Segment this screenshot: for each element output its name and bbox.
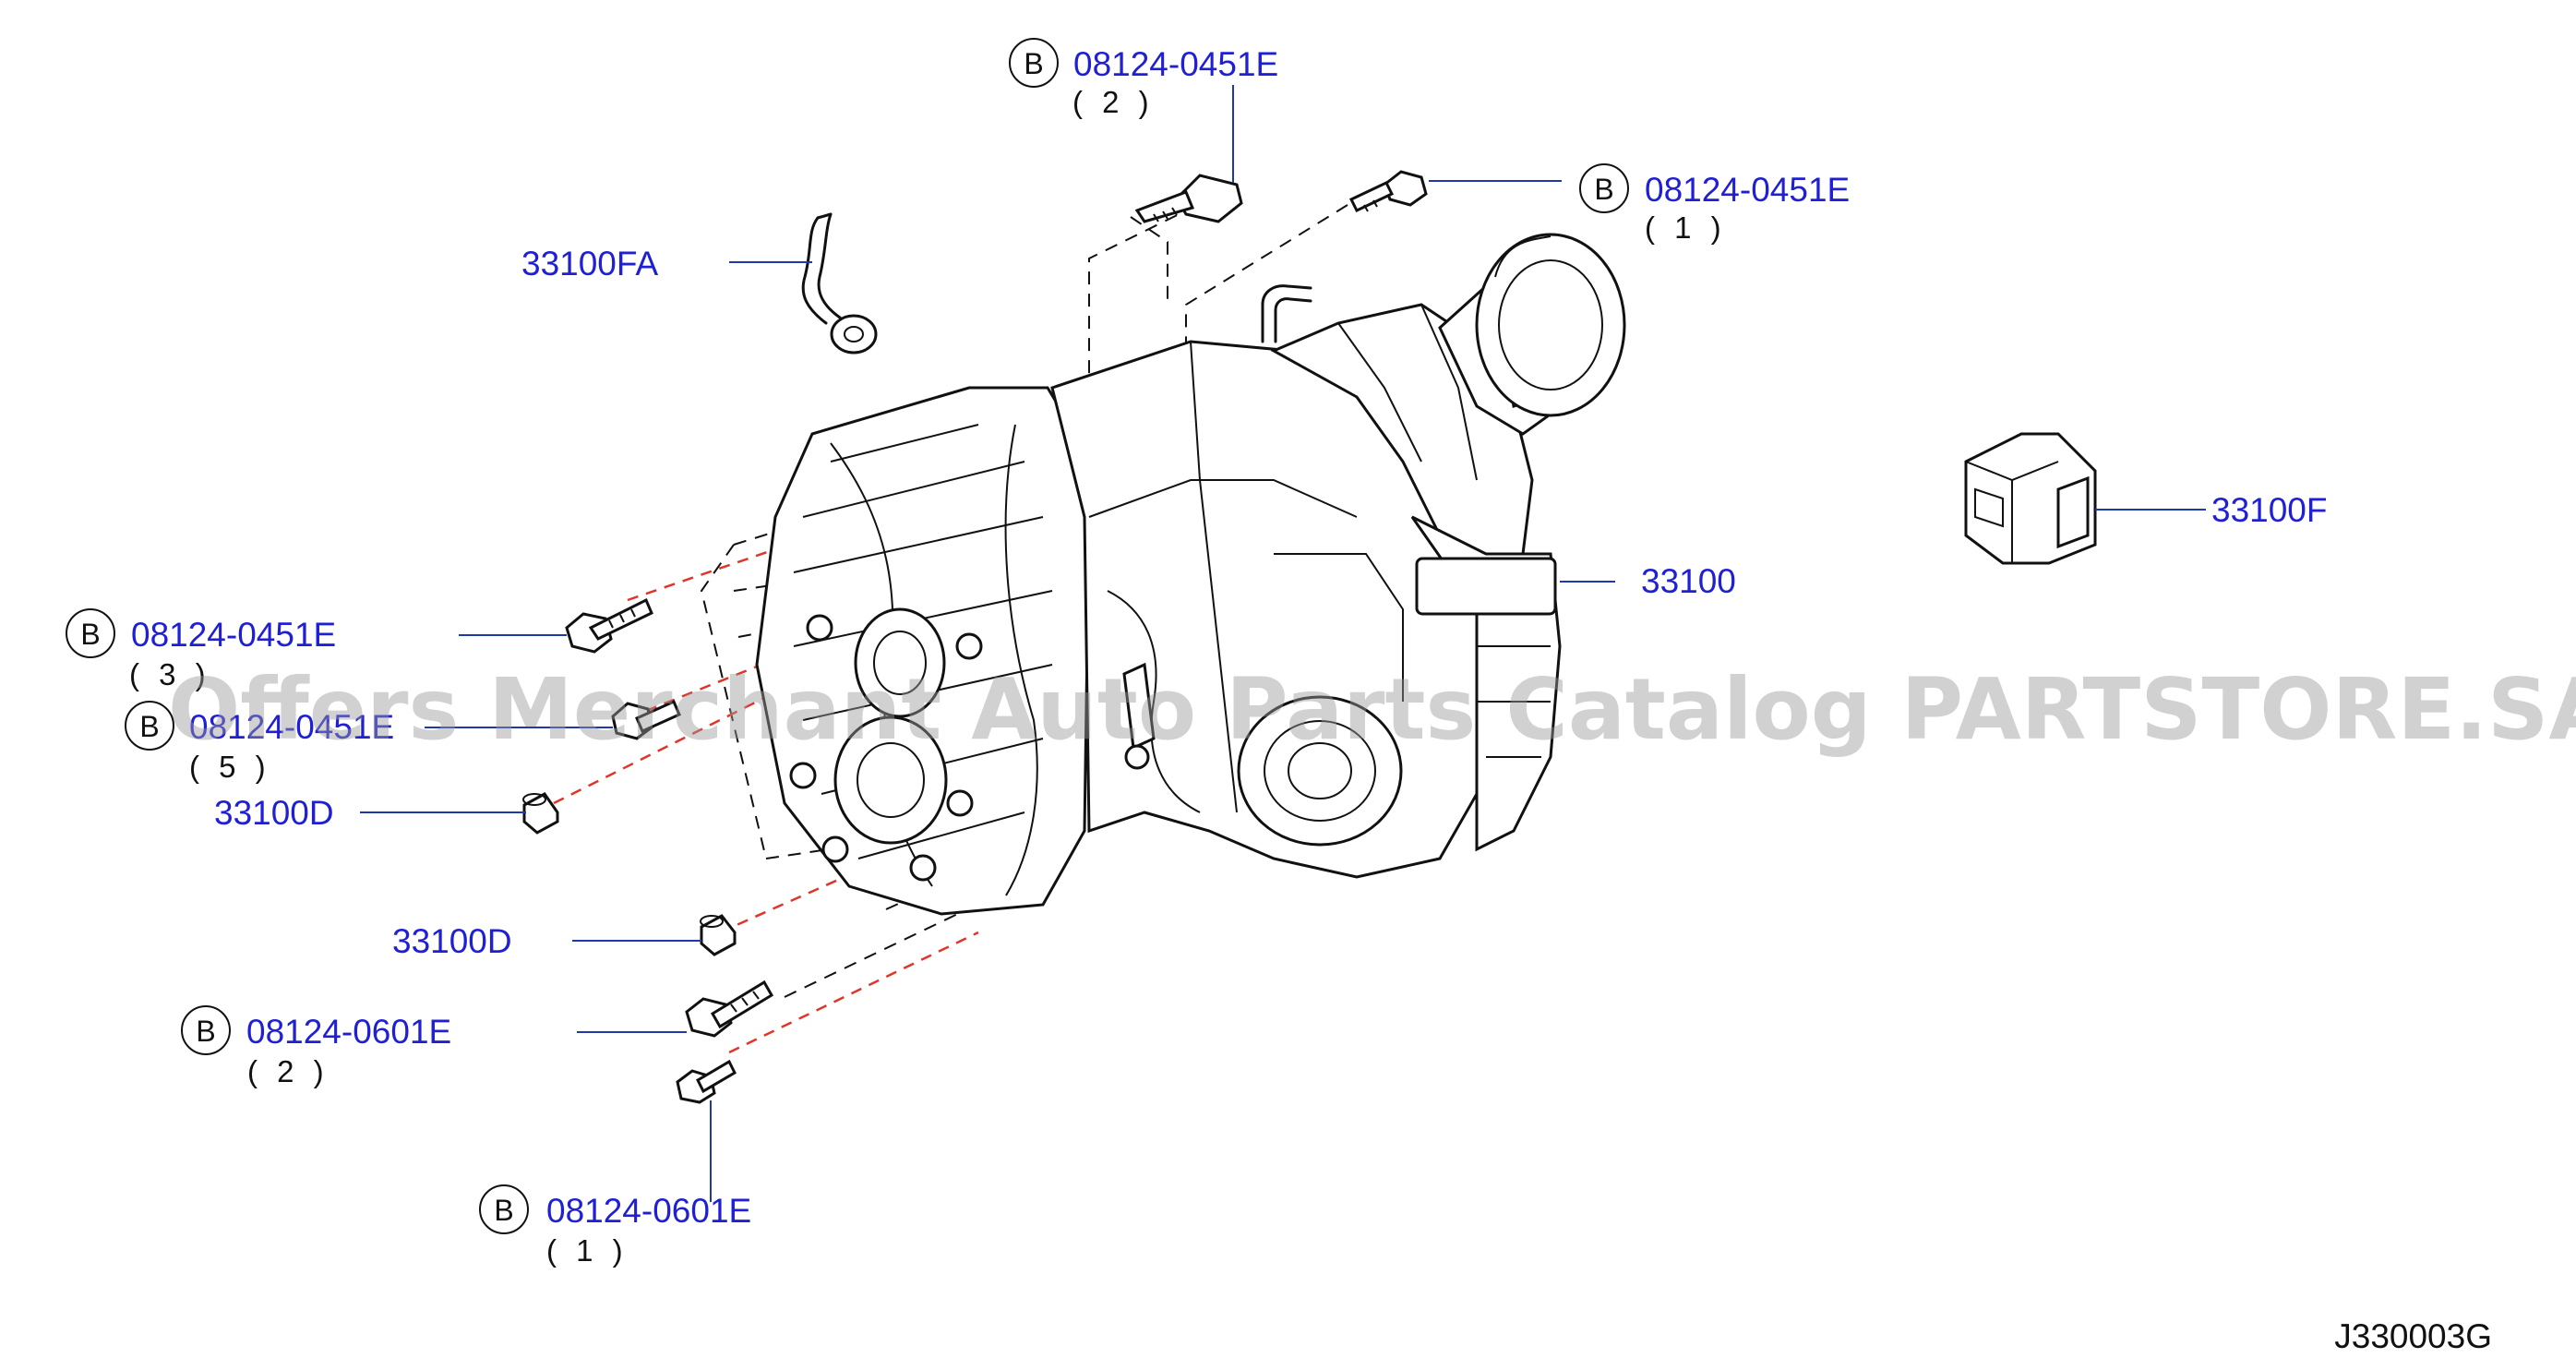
badge-b-icon	[125, 701, 174, 751]
quantity: ( 1 )	[546, 1233, 629, 1268]
bolt-bottom-2	[685, 979, 774, 1038]
bolt-left-3	[565, 597, 653, 654]
quantity: ( 5 )	[189, 750, 271, 784]
bolt-top-2	[1134, 174, 1243, 223]
badge-b-icon	[181, 1005, 231, 1055]
watermark-text: Offers Merchant Auto Parts Catalog PARTS…	[168, 660, 2576, 759]
callout-bolt-bottom-2[interactable]: B 08124-0601E ( 2 )	[181, 1005, 451, 1088]
part-number: 08124-0451E	[131, 616, 336, 654]
part-number: 33100	[1641, 562, 1736, 600]
quantity: ( 2 )	[1072, 85, 1155, 119]
badge-b-icon	[66, 608, 115, 658]
callout-bracket[interactable]: 33100FA	[521, 245, 658, 282]
diagram-code: J330003G	[2334, 1317, 2492, 1355]
bolt-bottom-1	[676, 1059, 737, 1104]
badge-letter: B	[196, 1015, 215, 1048]
callout-bolt-left-5[interactable]: B 08124-0451E ( 5 )	[125, 701, 394, 784]
part-number: 33100D	[214, 794, 334, 832]
dowel-upper	[522, 792, 559, 835]
part-number: 33100FA	[521, 245, 658, 282]
badge-letter: B	[1024, 47, 1043, 80]
callout-bolt-top-1[interactable]: B 08124-0451E ( 1 )	[1579, 163, 1850, 245]
transfer-case-body	[755, 233, 1626, 916]
part-number: 08124-0601E	[546, 1192, 751, 1230]
callout-transfer-assembly[interactable]: 33100	[1641, 562, 1736, 600]
part-number: 08124-0451E	[189, 708, 394, 746]
quantity: ( 3 )	[129, 657, 211, 691]
connector-33100f	[1964, 432, 2097, 565]
badge-letter: B	[494, 1194, 513, 1227]
leader-lines	[360, 85, 2206, 1202]
bolt-left-5	[611, 700, 681, 740]
badge-letter: B	[1594, 173, 1613, 206]
part-number: 33100D	[392, 922, 512, 960]
callout-bolt-bottom-1[interactable]: B 08124-0601E ( 1 )	[479, 1184, 751, 1268]
badge-b-icon	[479, 1184, 529, 1234]
part-number: 08124-0451E	[1645, 171, 1850, 209]
callout-dowel-upper[interactable]: 33100D	[214, 794, 334, 832]
callout-connector[interactable]: 33100F	[2211, 491, 2328, 529]
bracket-33100fa	[801, 212, 878, 355]
dowel-lower	[700, 914, 737, 956]
badge-letter: B	[139, 710, 159, 743]
badge-b-icon	[1009, 38, 1059, 88]
quantity: ( 1 )	[1645, 210, 1727, 245]
callout-bolt-top-2[interactable]: B 08124-0451E ( 2 )	[1009, 38, 1278, 119]
callout-bolt-left-3[interactable]: B 08124-0451E ( 3 )	[66, 608, 336, 691]
part-number: 33100F	[2211, 491, 2328, 529]
badge-letter: B	[80, 618, 100, 651]
bolt-top-1	[1348, 170, 1428, 212]
callout-dowel-lower[interactable]: 33100D	[392, 922, 512, 960]
part-number: 08124-0451E	[1073, 45, 1278, 83]
badge-b-icon	[1579, 163, 1629, 213]
quantity: ( 2 )	[247, 1054, 329, 1088]
part-number: 08124-0601E	[246, 1013, 451, 1051]
